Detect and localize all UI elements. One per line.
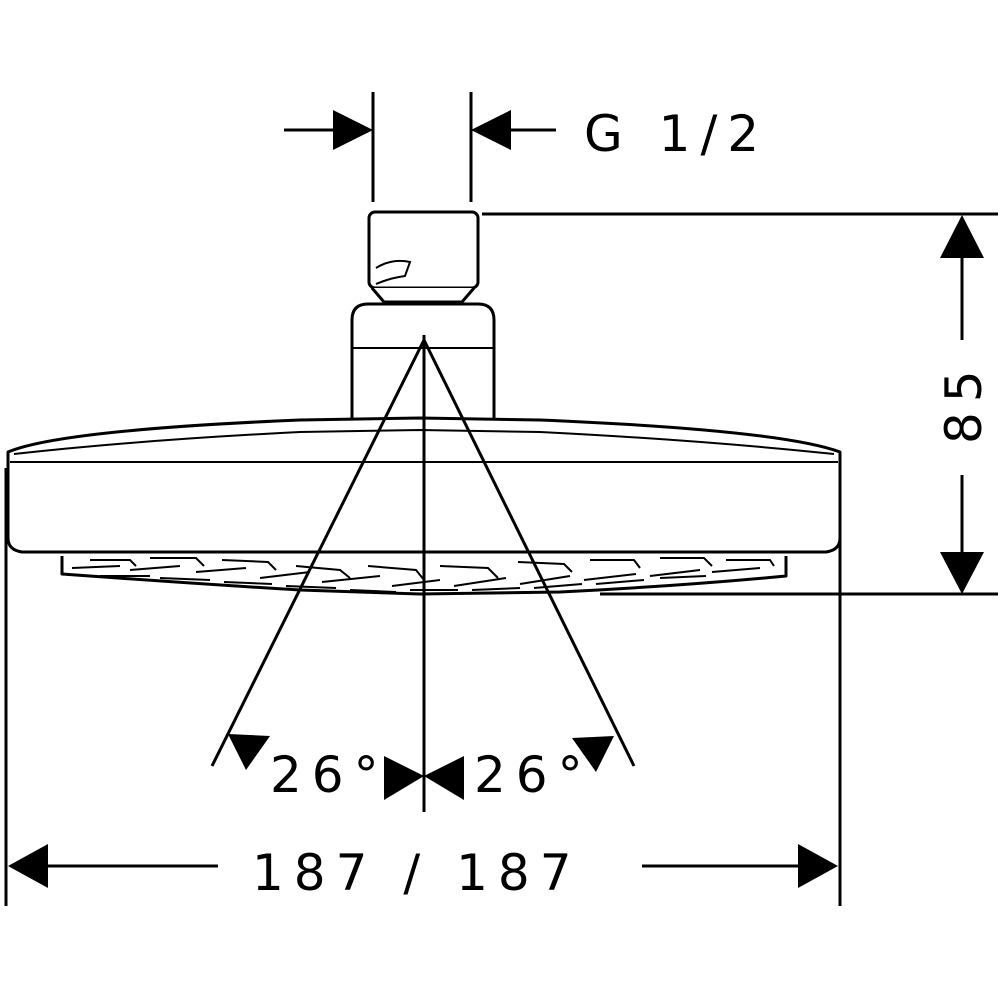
nozzle-plate-outline (60, 556, 788, 596)
thread-arrow-left (333, 110, 373, 150)
angle-arrow-left-inner (384, 756, 424, 800)
angle-left-label: 26° (270, 746, 389, 804)
height-dimension: 85 (482, 212, 998, 596)
thread-arrow-right (471, 110, 511, 150)
height-arrow-top (940, 215, 984, 258)
spray-angle: 26° 26° (210, 335, 636, 812)
width-label: 187 / 187 (252, 844, 582, 902)
spray-line-right (422, 339, 636, 767)
angle-arrow-right-inner (424, 756, 464, 800)
width-arrow-right (798, 844, 838, 888)
height-arrow-bottom (940, 552, 984, 594)
nozzle-row-1 (71, 565, 761, 587)
nozzle-plate (60, 556, 788, 596)
nozzle-row-3 (90, 557, 775, 581)
thread-label: G 1/2 (584, 105, 769, 163)
connector-neck (370, 287, 476, 304)
width-arrow-left (8, 844, 48, 888)
angle-arrow-left-outer (228, 734, 270, 770)
height-label: 85 (935, 360, 993, 444)
thread-dimension: G 1/2 (284, 92, 769, 202)
angle-arrow-right-outer (572, 736, 614, 772)
disc-top-contour (13, 428, 835, 455)
width-dimension: 187 / 187 (4, 468, 842, 906)
connector-nut (367, 210, 480, 290)
connector-notch (375, 259, 412, 285)
angle-right-label: 26° (474, 746, 593, 804)
spray-line-left (210, 339, 426, 767)
nozzle-row-2 (100, 575, 707, 593)
